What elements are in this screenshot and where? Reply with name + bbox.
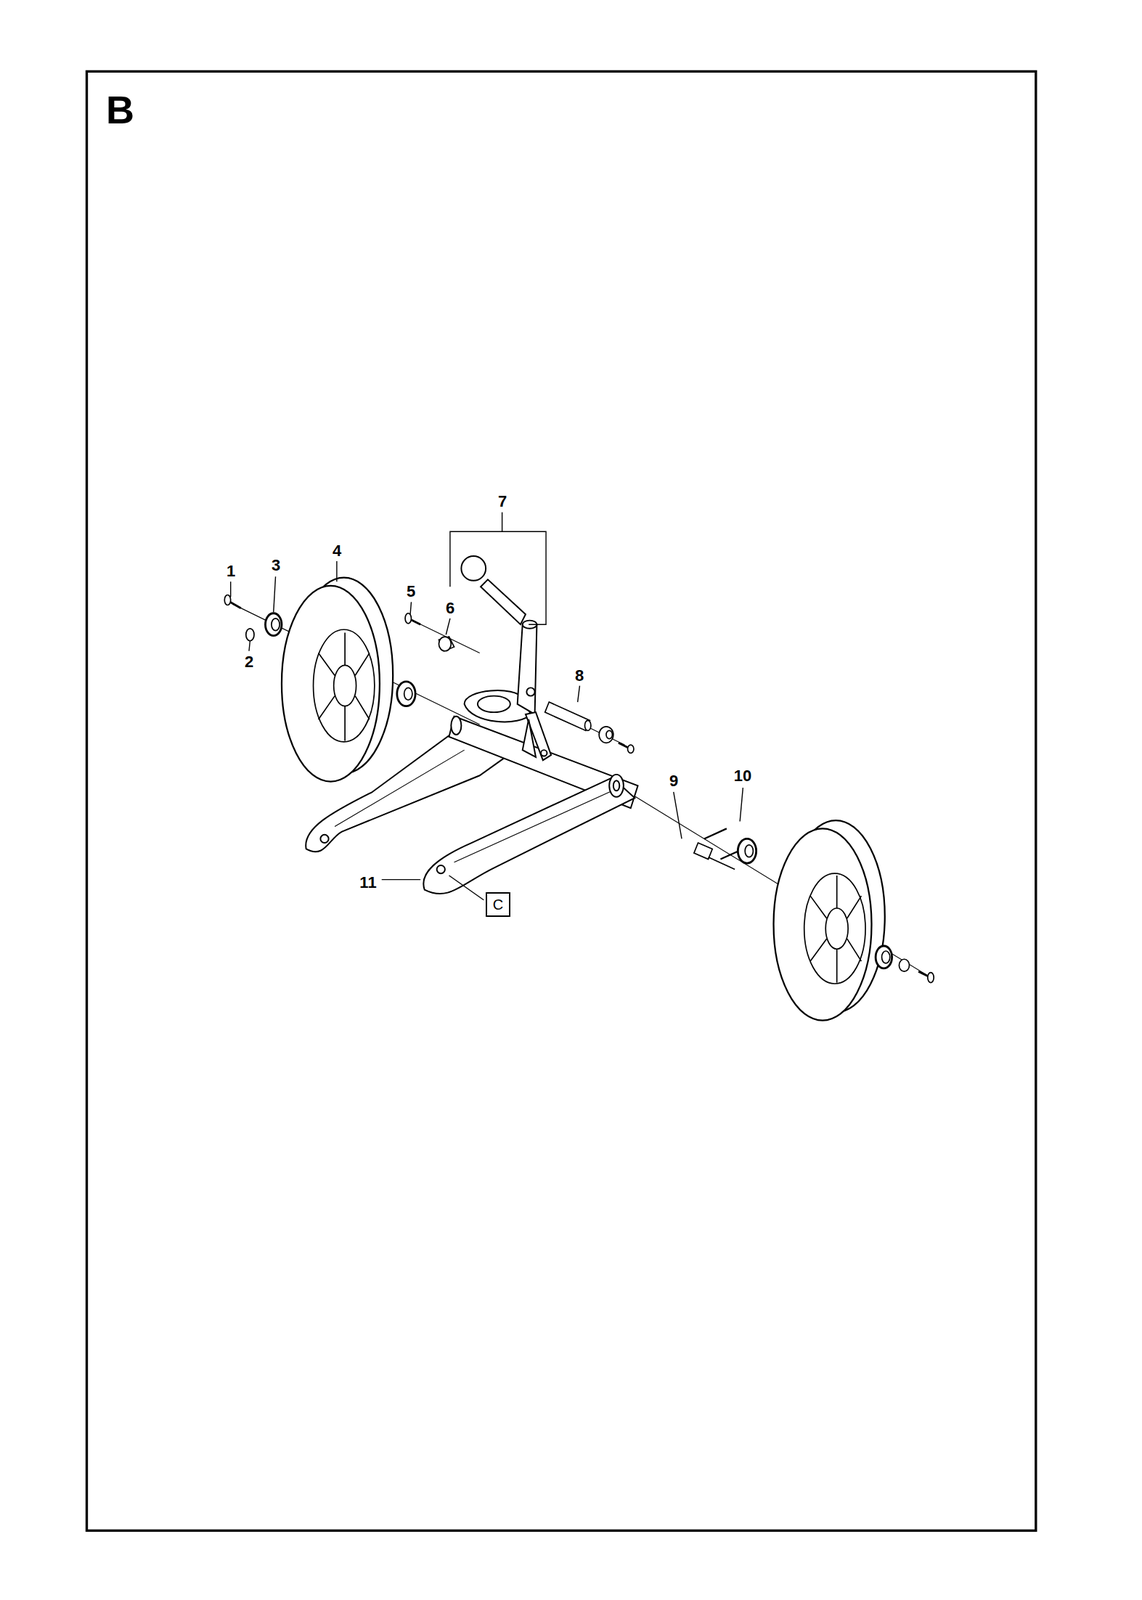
callout-number: 3 <box>271 557 281 574</box>
bearing <box>737 838 756 864</box>
wheel <box>773 820 885 1021</box>
bearing <box>875 945 892 969</box>
spacer <box>438 636 454 652</box>
screw <box>224 594 241 608</box>
wheel-frame <box>305 716 638 894</box>
leader-line <box>230 512 744 901</box>
screw <box>405 613 421 625</box>
callout-number: 7 <box>498 493 507 510</box>
callout-number: 10 <box>733 768 752 785</box>
section-letter: B <box>105 90 135 130</box>
callout-number: 4 <box>332 543 342 560</box>
callout-number: 2 <box>244 654 254 671</box>
split-pin <box>704 828 743 859</box>
reference-box: C <box>485 892 511 917</box>
adjustment-handle <box>461 556 552 761</box>
bushing <box>598 726 614 743</box>
callout-number: 8 <box>574 667 584 684</box>
callout-number: 11 <box>359 874 377 891</box>
callout-number: 9 <box>669 773 679 790</box>
callout-number: 1 <box>226 563 236 580</box>
bearing <box>397 681 416 707</box>
screw <box>618 742 634 753</box>
page-frame <box>86 71 1036 1531</box>
washer <box>246 628 255 642</box>
washer <box>898 959 909 972</box>
screw <box>918 971 934 983</box>
callout-number: 5 <box>406 583 416 600</box>
bearing <box>264 613 281 636</box>
reference-letter: C <box>492 897 504 912</box>
pin <box>545 702 591 731</box>
wheel <box>281 577 393 782</box>
callout-number: 6 <box>445 600 455 617</box>
